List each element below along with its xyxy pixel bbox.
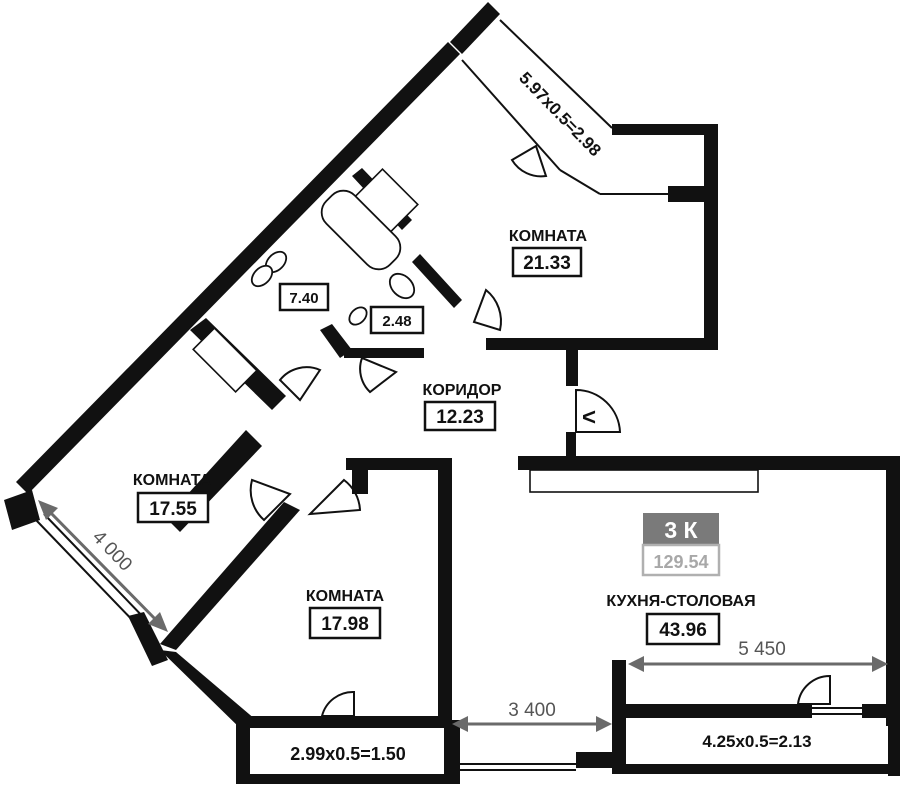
wall-kitchen-right: [886, 456, 900, 726]
kitchen-area: 43.96: [659, 620, 707, 641]
kitchen-name: КУХНЯ-СТОЛОВАЯ: [606, 593, 755, 610]
wall-top-corner: [450, 2, 500, 54]
dim-arrow-kitchen-b: [872, 656, 888, 672]
wall-kitchen-post-left: [612, 660, 626, 716]
wall-balcony-br-right: [888, 716, 900, 776]
wc-sink-icon: [348, 306, 368, 326]
room-top-name: КОМНАТА: [509, 228, 588, 245]
doors: [249, 144, 831, 717]
window-top-balcony-1: [461, 59, 561, 171]
door-left-room: [249, 478, 292, 522]
corridor-name: КОРИДОР: [423, 382, 502, 399]
wall-corridor-post-2: [566, 432, 576, 458]
dim-label-middle: 3 400: [508, 700, 556, 721]
door-br-balcony: [796, 674, 831, 705]
fixtures: [250, 189, 416, 326]
wall-bottom-room-bottom: [250, 716, 450, 728]
wall-corridor-post: [566, 350, 578, 386]
window-left-2: [43, 513, 149, 623]
dim-label-kitchen: 5 450: [738, 639, 786, 660]
window-top-balcony-3: [559, 169, 601, 195]
balcony-top-label: 5.97x0.5=2.98: [515, 68, 605, 160]
wall-wc-diagonal: [412, 254, 462, 308]
wall-kitchen-top: [518, 456, 896, 470]
sink-icon-2: [250, 264, 274, 288]
room-top-area: 21.33: [523, 253, 571, 274]
wall-room-bottom-left: [160, 502, 300, 650]
wall-top-room-top: [612, 124, 718, 134]
wall-bottom-room-closet: [352, 470, 368, 494]
wall-balcony-bl-right: [444, 720, 460, 784]
dim-arrow-left-b: [148, 612, 168, 632]
dim-arrow-left-a: [38, 500, 58, 520]
room-left-name: КОМНАТА: [133, 472, 212, 489]
room-left-area-box: [136, 491, 210, 524]
door-top-balcony: [510, 144, 548, 178]
wall-top-room-right: [704, 124, 718, 350]
room-bottom-area-box: [308, 606, 382, 640]
room-bottom-area: 17.98: [321, 614, 369, 635]
apartment-type-badge: [643, 513, 719, 545]
wall-left-corner: [4, 490, 40, 530]
window-left-1: [35, 519, 141, 629]
wall-top-room-bottom: [486, 338, 718, 350]
dimension-lines: [38, 500, 888, 732]
dim-arrow-middle-a: [452, 716, 468, 732]
wall-wc-bottom: [344, 348, 424, 358]
balcony-bottom-left-box: [260, 736, 438, 768]
dim-line-left: [44, 506, 162, 626]
apartment-area-box: [641, 543, 721, 577]
wall-balcony-bl-left: [236, 720, 250, 784]
wall-bottom-room-right: [438, 460, 452, 724]
room-top-area-box: [511, 246, 583, 278]
wall-diagonal-upper: [16, 42, 460, 494]
window-top-balcony-2: [499, 19, 613, 129]
wardrobe-left: [192, 327, 258, 393]
door-entrance: [575, 388, 622, 433]
corridor-area: 12.23: [436, 407, 484, 428]
room-bottom-name: КОМНАТА: [306, 588, 385, 605]
kitchen-counter: [529, 469, 759, 493]
door-bottom-room: [307, 478, 362, 516]
windows: [35, 19, 888, 771]
wall-kitchen-bottom-2: [862, 704, 900, 718]
balcony-bottom-left-label: 2.99x0.5=1.50: [290, 744, 406, 764]
door-wc: [359, 356, 398, 394]
wall-bottom-room-top: [346, 458, 452, 470]
wall-balcony-br-left: [612, 718, 626, 774]
wall-balcony-mid-post: [576, 752, 616, 768]
kitchen-area-box: [645, 612, 721, 646]
corridor-area-box: [423, 400, 497, 432]
wc-area-box: [369, 305, 425, 335]
entrance-symbol: <: [582, 404, 596, 431]
wall-wc-left: [320, 324, 352, 358]
wall-kitchen-bottom: [612, 704, 812, 718]
bathroom-area-box: [278, 282, 330, 312]
bathroom-area: 7.40: [289, 290, 318, 307]
toilet-icon: [388, 272, 416, 300]
door-bl-balcony: [320, 690, 355, 717]
bathtub-icon: [320, 189, 402, 271]
apartment-type-label: 3 К: [664, 517, 698, 543]
wall-balcony-post: [668, 186, 708, 202]
balcony-bottom-right-label: 4.25x0.5=2.13: [702, 732, 811, 751]
apartment-total-area: 129.54: [653, 552, 708, 572]
dim-arrow-middle-b: [596, 716, 612, 732]
door-top-room: [472, 288, 502, 332]
wall-diagonal-lower: [160, 650, 256, 732]
room-left-area: 17.55: [149, 499, 197, 520]
wall-balcony-bl-bottom: [236, 774, 460, 784]
wc-area: 2.48: [382, 313, 411, 330]
dim-arrow-kitchen-a: [628, 656, 644, 672]
door-bath: [278, 366, 322, 402]
